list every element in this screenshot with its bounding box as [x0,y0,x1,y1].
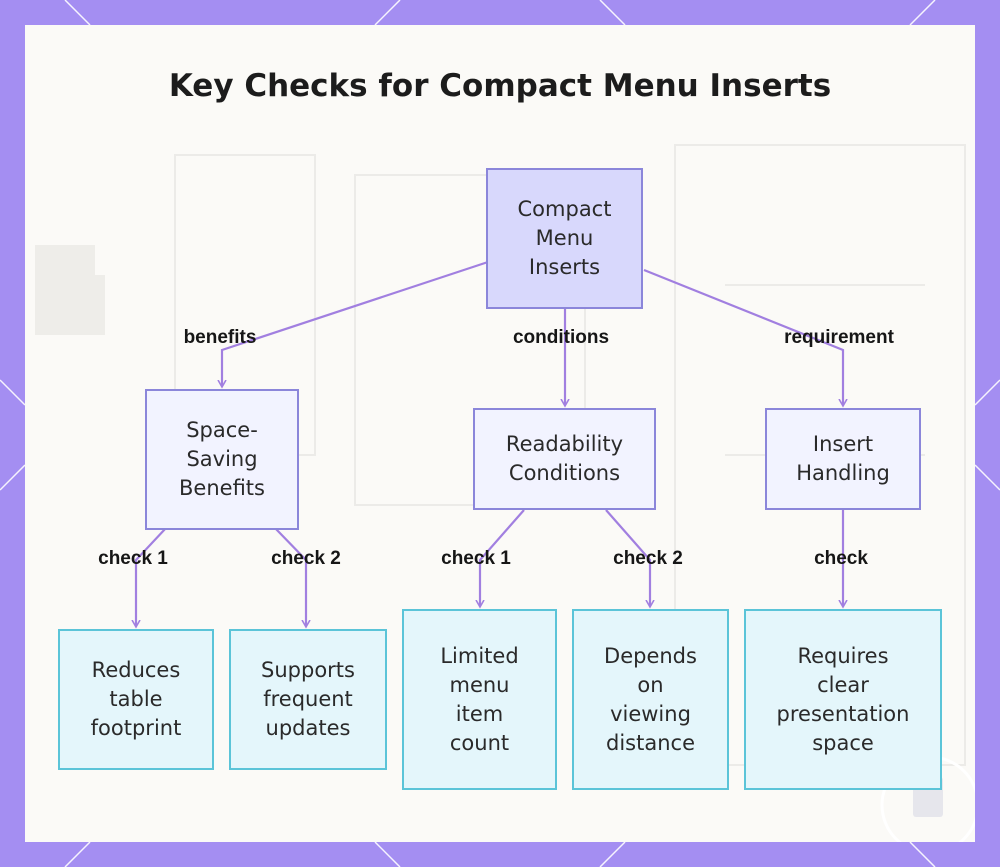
node-compact-menu-inserts: Compact Menu Inserts [486,168,643,309]
node-reduces-table-footprint: Reduces table footprint [58,629,214,770]
node-insert-handling: Insert Handling [765,408,921,510]
node-readability-conditions: Readability Conditions [473,408,656,510]
edge-check1-space [136,527,167,626]
edge-label-check2-readability: check 2 [613,548,683,569]
edge-label-requirement: requirement [784,327,894,348]
edge-check1-readability [480,509,525,606]
edge-label-check2-space: check 2 [271,548,341,569]
edge-label-check-insert: check [814,548,868,569]
edge-label-check1-space: check 1 [98,548,168,569]
node-requires-clear-presentation-space: Requires clear presentation space [744,609,942,790]
node-depends-on-viewing-distance: Depends on viewing distance [572,609,729,790]
edge-requirement [643,268,843,405]
edge-check2-readability [605,509,650,606]
edge-check2-space [274,527,306,626]
node-space-saving-benefits: Space- Saving Benefits [145,389,299,530]
edge-label-benefits: benefits [183,327,257,348]
edge-label-check1-readability: check 1 [441,548,511,569]
background-watermark [35,144,975,842]
node-supports-frequent-updates: Supports frequent updates [229,629,387,770]
edge-label-conditions: conditions [512,327,610,348]
edge-benefits [222,260,489,386]
node-limited-menu-item-count: Limited menu item count [402,609,557,790]
diagram-title: Key Checks for Compact Menu Inserts [168,68,832,104]
